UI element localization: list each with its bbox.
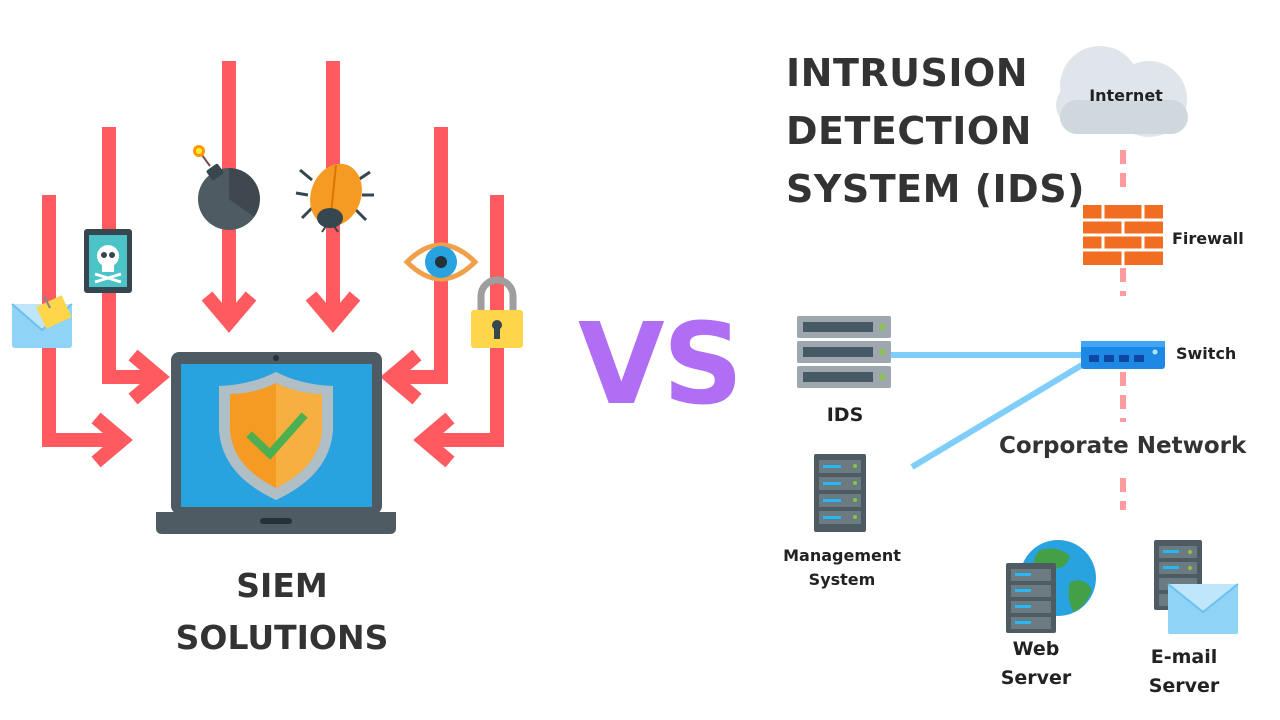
- management-label-line2: System: [808, 570, 876, 589]
- corporate-network-label: Corporate Network: [999, 433, 1247, 459]
- ids-title-line1: INTRUSION: [786, 51, 1029, 95]
- arrow-skull-head: [128, 349, 170, 405]
- vs-label: VS: [578, 300, 743, 430]
- bomb-icon: [193, 145, 260, 230]
- arrow-lock-head: [413, 412, 455, 468]
- arrow-mail-head: [91, 412, 133, 468]
- arrow-eye: [395, 127, 448, 384]
- arrow-eye-head: [380, 349, 422, 405]
- mail-icon: [11, 295, 73, 348]
- email-server-icon: [1154, 540, 1239, 634]
- ids-title-line2: DETECTION: [786, 109, 1032, 153]
- arrow-bug-head: [305, 291, 361, 333]
- web-server-label-line2: Server: [1000, 667, 1072, 689]
- switch-label: Switch: [1176, 344, 1237, 363]
- bug-icon: [295, 163, 374, 233]
- siem-title-line2: SOLUTIONS: [175, 618, 389, 657]
- internet-cloud-icon: [1056, 46, 1188, 137]
- firewall-label: Firewall: [1172, 229, 1244, 248]
- email-server-label-line2: Server: [1148, 675, 1220, 697]
- eye-icon: [403, 242, 479, 282]
- web-server-label-line1: Web: [1012, 638, 1060, 660]
- padlock-icon: [471, 276, 523, 348]
- email-server-label-line1: E-mail: [1150, 646, 1218, 668]
- internet-label: Internet: [1089, 86, 1163, 105]
- skull-tablet-icon: [84, 229, 132, 293]
- siem-title-line1: SIEM: [236, 566, 328, 605]
- switch-icon: [1081, 341, 1165, 369]
- network-links: [890, 352, 1084, 470]
- laptop-icon: [156, 352, 396, 534]
- arrow-bomb-head: [201, 291, 257, 333]
- ids-label: IDS: [826, 404, 864, 426]
- ids-rack-icon: [797, 316, 891, 388]
- arrow-mail: [42, 195, 118, 447]
- ids-title-line3: SYSTEM (IDS): [786, 167, 1085, 211]
- management-server-icon: [814, 454, 866, 532]
- firewall-icon: [1083, 205, 1163, 265]
- web-server-icon: [1006, 540, 1096, 633]
- arrow-skull: [102, 127, 155, 384]
- management-label-line1: Management: [783, 546, 901, 565]
